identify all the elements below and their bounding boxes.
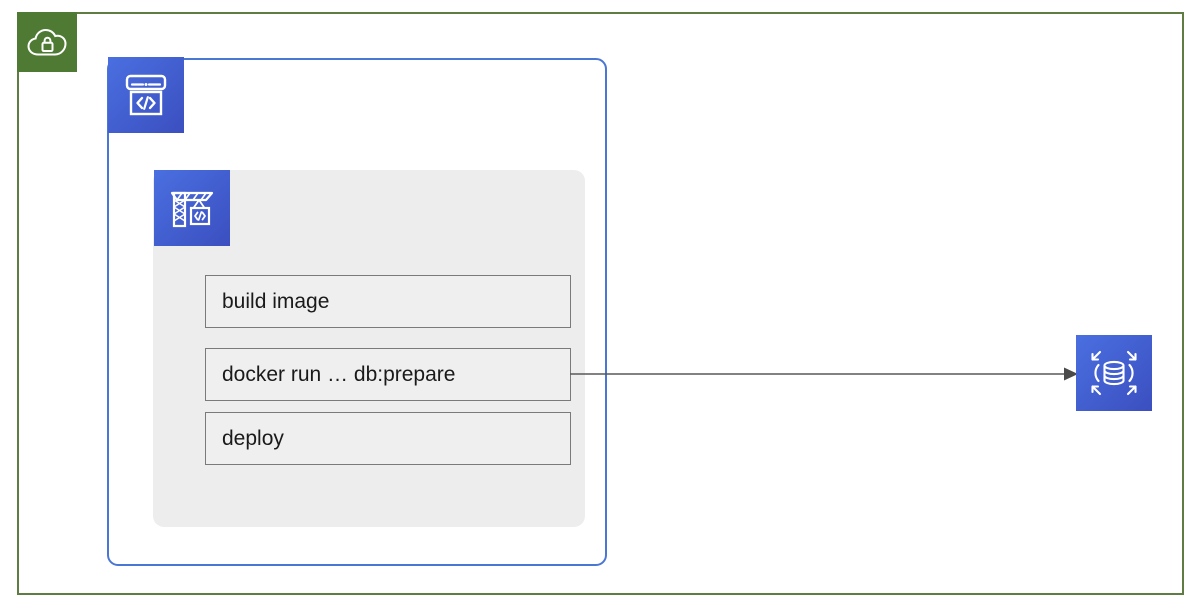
build-step-label: build image <box>222 290 330 313</box>
build-step-box[interactable]: docker run … db:prepare <box>205 348 571 401</box>
build-step-box[interactable]: deploy <box>205 412 571 465</box>
secure-cloud-boundary <box>17 12 1184 595</box>
build-step-label: deploy <box>222 427 284 450</box>
build-step-label: docker run … db:prepare <box>222 363 456 386</box>
source-repository-icon-tile[interactable] <box>108 57 184 133</box>
cloud-build-crane-icon <box>170 191 214 228</box>
scalable-database-icon <box>1091 350 1137 396</box>
scalable-database-icon-tile[interactable] <box>1076 335 1152 411</box>
cloud-build-icon-tile[interactable] <box>154 170 230 246</box>
source-repository-icon <box>125 74 167 116</box>
cloud-lock-icon <box>27 28 67 56</box>
build-step-box[interactable]: build image <box>205 275 571 328</box>
cloud-boundary-badge <box>17 12 77 72</box>
